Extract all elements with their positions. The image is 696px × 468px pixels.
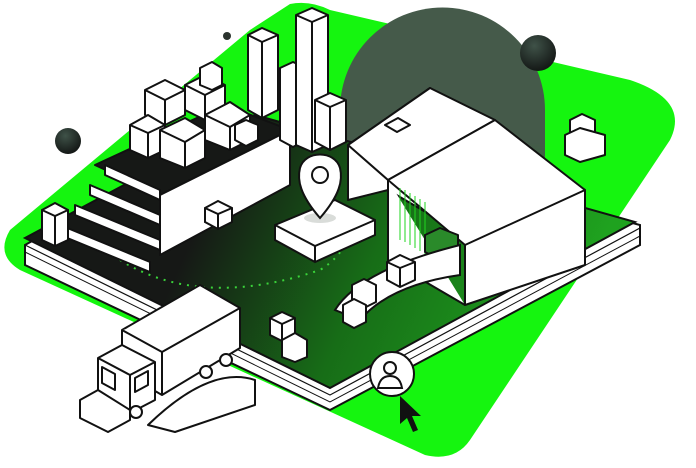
location-pin-icon <box>274 153 376 264</box>
delivery-truck <box>79 284 256 433</box>
small-box-mid <box>204 199 233 231</box>
sphere-small <box>223 32 231 40</box>
sphere-left <box>55 128 81 154</box>
warehouse-building <box>347 87 606 306</box>
cursor-icon <box>400 396 421 432</box>
pillars <box>247 7 347 153</box>
sphere-large <box>520 35 556 71</box>
user-avatar-icon <box>369 351 415 397</box>
floor-boxes <box>269 254 416 363</box>
stacked-boxes <box>129 61 259 169</box>
small-box-left <box>41 201 69 248</box>
